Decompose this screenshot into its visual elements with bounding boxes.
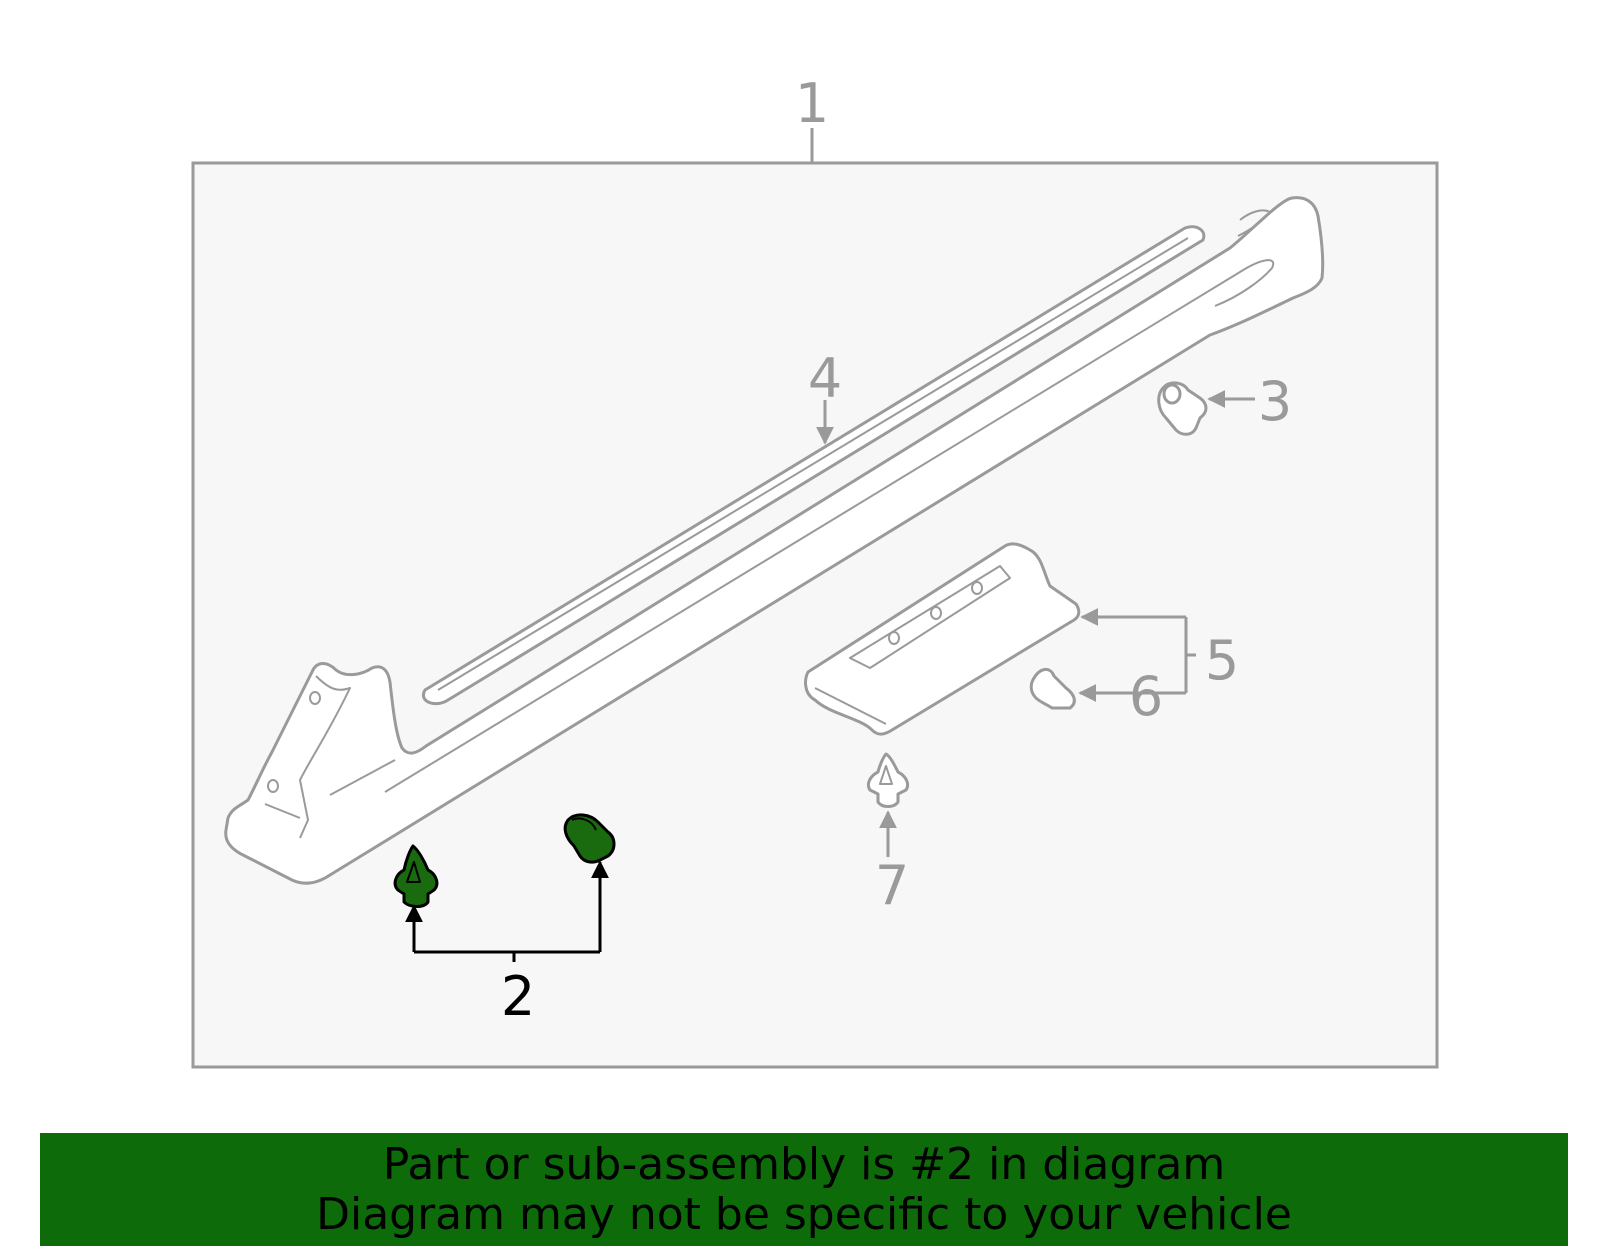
info-banner: Part or sub-assembly is #2 in diagram Di… [40,1133,1568,1246]
callout-4-label[interactable]: 4 [808,347,842,410]
callout-5-bracket [1184,617,1196,693]
callout-2-label[interactable]: 2 [501,965,535,1028]
callout-7-label[interactable]: 7 [875,854,909,917]
banner-line-2: Diagram may not be specific to your vehi… [316,1188,1292,1240]
callout-3-label[interactable]: 3 [1258,370,1292,433]
part-6-clip[interactable] [1029,668,1076,710]
callout-5-label[interactable]: 5 [1205,629,1239,692]
part-1-side-sill[interactable] [224,196,1325,885]
callout-6-label[interactable]: 6 [1129,665,1163,728]
callout-1-label[interactable]: 1 [795,72,829,135]
part-7-push-clip[interactable] [866,752,910,808]
callout-2-bracket [414,950,600,962]
part-2-clip-right[interactable] [563,813,616,864]
part-5-scuff-plate[interactable] [804,542,1081,736]
part-3-clip[interactable] [1157,381,1208,436]
banner-line-1: Part or sub-assembly is #2 in diagram [382,1138,1226,1190]
info-banner-background [40,1133,1568,1246]
part-4-molding[interactable] [421,225,1206,706]
